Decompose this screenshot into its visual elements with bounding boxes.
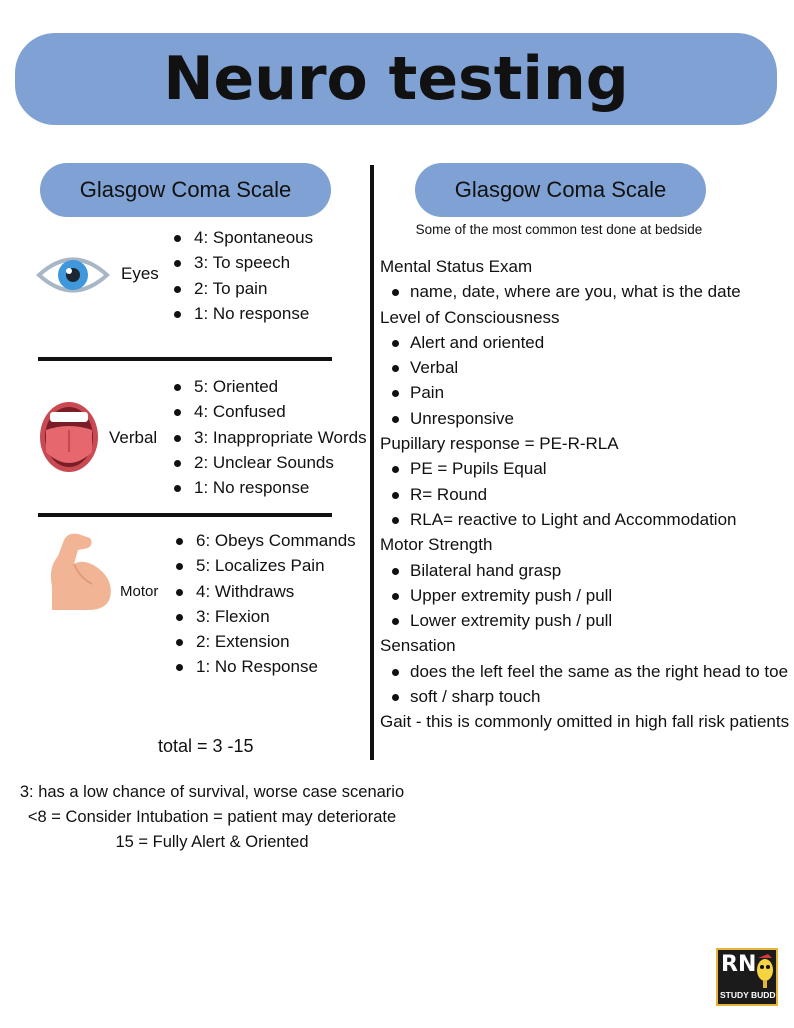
note-line: 3: has a low chance of survival, worse c… xyxy=(19,783,405,801)
mascot-icon xyxy=(757,954,773,988)
list-item: 3: To speech xyxy=(172,250,313,275)
list-item: PE = Pupils Equal xyxy=(380,456,790,481)
list-item: 1: No Response xyxy=(174,654,356,679)
total-score: total = 3 -15 xyxy=(158,736,254,756)
test-items: does the left feel the same as the right… xyxy=(380,659,790,710)
list-item: 1: No response xyxy=(172,301,313,326)
test-heading: Pupillary response = PE-R-RLA xyxy=(380,434,619,454)
list-item: 1: No response xyxy=(172,475,367,500)
test-items: Alert and oriented Verbal Pain Unrespons… xyxy=(380,330,790,431)
list-item: 5: Oriented xyxy=(172,374,367,399)
list-item: name, date, where are you, what is the d… xyxy=(380,279,790,304)
list-item: 2: To pain xyxy=(172,276,313,301)
title-banner: Neuro testing xyxy=(15,33,777,125)
test-heading: Gait - this is commonly omitted in high … xyxy=(380,712,790,732)
logo-subtext: STUDY BUDDY xyxy=(720,990,778,1000)
list-item: Bilateral hand grasp xyxy=(380,558,790,583)
verbal-label: Verbal xyxy=(109,428,158,447)
list-item: R= Round xyxy=(380,482,790,507)
mouth-icon xyxy=(40,402,98,472)
list-item: Alert and oriented xyxy=(380,330,790,355)
list-item: Unresponsive xyxy=(380,406,790,431)
note-line: 15 = Fully Alert & Oriented xyxy=(115,833,309,851)
page-title: Neuro testing xyxy=(163,44,629,114)
list-item: 4: Withdraws xyxy=(174,579,356,604)
test-items: PE = Pupils Equal R= Round RLA= reactive… xyxy=(380,456,790,532)
test-heading: Mental Status Exam xyxy=(380,257,533,276)
test-heading: Sensation xyxy=(380,636,456,656)
list-item: 2: Unclear Sounds xyxy=(172,450,367,475)
verbal-motor-divider xyxy=(38,513,332,517)
bedside-subtitle: Some of the most common test done at bed… xyxy=(415,222,703,237)
left-section-header: Glasgow Coma Scale xyxy=(40,163,331,217)
logo-text: RN xyxy=(721,952,757,977)
list-item: Upper extremity push / pull xyxy=(380,583,790,608)
test-items: Bilateral hand grasp Upper extremity pus… xyxy=(380,558,790,634)
score-notes: 3: has a low chance of survival, worse c… xyxy=(0,780,424,855)
note-line: <8 = Consider Intubation = patient may d… xyxy=(27,808,397,826)
list-item: 4: Confused xyxy=(172,399,367,424)
list-item: RLA= reactive to Light and Accommodation xyxy=(380,507,790,532)
list-item: 3: Inappropriate Words xyxy=(172,425,367,450)
list-item: 6: Obeys Commands xyxy=(174,528,356,553)
list-item: Pain xyxy=(380,380,790,405)
list-item: 2: Extension xyxy=(174,629,356,654)
eyes-verbal-divider xyxy=(38,357,332,361)
test-heading: Level of Consciousness xyxy=(380,307,560,327)
list-item: does the left feel the same as the right… xyxy=(380,659,790,684)
test-items: name, date, where are you, what is the d… xyxy=(380,279,790,304)
eyes-list: 4: Spontaneous 3: To speech 2: To pain 1… xyxy=(172,225,313,326)
test-heading: Motor Strength xyxy=(380,535,493,555)
list-item: 3: Flexion xyxy=(174,604,356,629)
list-item: 5: Localizes Pain xyxy=(174,553,356,578)
flexed-arm-icon xyxy=(50,533,111,610)
rn-study-buddy-logo: RN STUDY BUDDY xyxy=(716,948,778,1006)
motor-label: Motor xyxy=(120,583,159,600)
motor-list: 6: Obeys Commands 5: Localizes Pain 4: W… xyxy=(174,528,356,680)
vertical-divider xyxy=(370,165,374,760)
eyes-label: Eyes xyxy=(121,264,159,283)
list-item: 4: Spontaneous xyxy=(172,225,313,250)
eye-icon xyxy=(36,257,110,293)
list-item: Verbal xyxy=(380,355,790,380)
right-section-header: Glasgow Coma Scale xyxy=(415,163,706,217)
verbal-list: 5: Oriented 4: Confused 3: Inappropriate… xyxy=(172,374,367,500)
list-item: soft / sharp touch xyxy=(380,684,790,709)
list-item: Lower extremity push / pull xyxy=(380,608,790,633)
bedside-tests: Mental Status Exam name, date, where are… xyxy=(380,254,790,735)
